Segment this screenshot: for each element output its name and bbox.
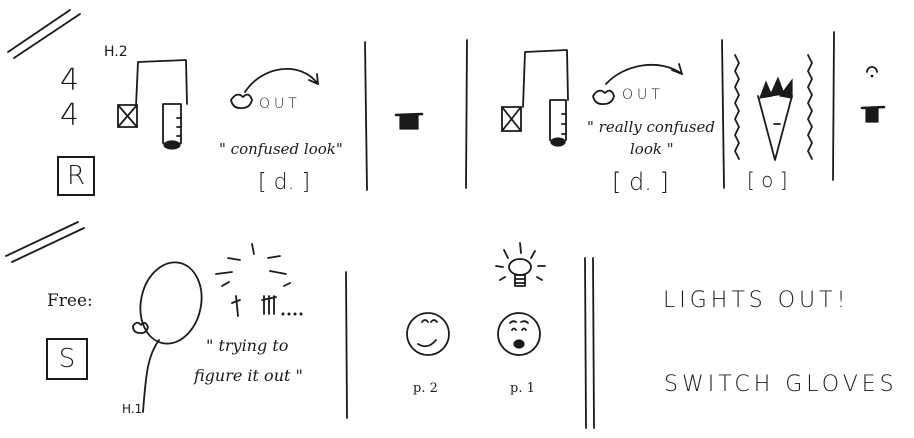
divider <box>466 40 467 188</box>
balloon-icon <box>133 257 209 412</box>
handbell-rig-icon-2 <box>502 50 568 146</box>
caption-figure-it-out: figure it out " <box>194 368 303 384</box>
switch-gloves-text: SWITCH GLOVES <box>664 374 898 396</box>
section-mark-bottom <box>6 222 84 262</box>
bracket-d-2: [ d. ] <box>612 170 669 194</box>
black-block-icon <box>396 114 422 129</box>
light-bulb-icon <box>496 243 545 286</box>
divider <box>722 40 724 188</box>
time-signature-top: 4 <box>60 66 79 96</box>
hand-label-h1: H.1 <box>122 403 142 415</box>
face-label-p1: p. 1 <box>510 382 535 395</box>
divider <box>833 32 834 180</box>
caption-really-confused: " really confused <box>587 120 715 135</box>
time-signature-bottom: 4 <box>60 101 79 131</box>
caption-confused-look: " confused look" <box>219 142 343 157</box>
free-label: Free: <box>47 293 93 310</box>
caption-trying-to: " trying to <box>206 338 288 354</box>
divider <box>346 272 347 418</box>
lights-out-text: LIGHTS OUT! <box>663 290 849 312</box>
boxed-letter-s: S <box>46 338 88 380</box>
divider <box>585 258 586 428</box>
out-label: OUT <box>259 97 301 111</box>
bracket-o: [ o ] <box>747 170 788 190</box>
boxed-letter-r: R <box>57 156 95 196</box>
surprised-face-icon <box>498 313 540 355</box>
caption-look: look " <box>630 142 674 157</box>
divider <box>593 258 594 428</box>
small-block-icon <box>862 67 884 122</box>
bracket-d: [ d. ] <box>258 172 310 194</box>
handbell-rig-icon <box>118 60 187 149</box>
divider <box>365 42 367 190</box>
shaking-bells-icon <box>735 55 812 160</box>
idea-rays-icon <box>216 244 302 316</box>
hand-label-h2: H.2 <box>104 45 128 59</box>
out-label-2: OUT <box>622 88 664 102</box>
face-label-p2: p. 2 <box>413 382 438 395</box>
smiling-face-icon <box>407 313 449 355</box>
section-mark-top <box>8 10 80 58</box>
